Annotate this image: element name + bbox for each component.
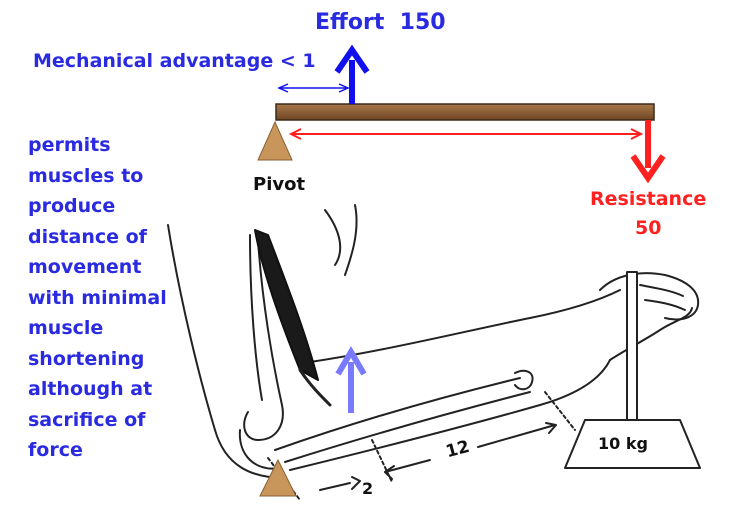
effort-arrow xyxy=(334,44,370,104)
arm-illustration xyxy=(167,204,701,501)
effort-value: 150 xyxy=(399,10,446,35)
description-line: with minimal xyxy=(28,286,167,309)
lever-beam xyxy=(275,103,655,121)
effort-arm-double-arrow xyxy=(277,83,350,93)
resistance-label: Resistance xyxy=(590,188,707,210)
description-line: shortening xyxy=(28,347,145,370)
description-line: force xyxy=(28,439,83,461)
elbow-pivot-triangle xyxy=(259,458,297,497)
description-text: permits muscles to produce distance of m… xyxy=(28,130,167,466)
long-distance-label: 12 xyxy=(444,437,472,462)
description-line: distance of xyxy=(28,225,147,248)
description-line: muscle xyxy=(28,317,104,339)
short-distance-label: 2 xyxy=(362,479,373,498)
description-line: although at xyxy=(28,378,153,400)
resistance-arm-double-arrow xyxy=(288,128,644,140)
pivot-triangle xyxy=(257,120,293,161)
resistance-value: 50 xyxy=(635,217,662,239)
mechanical-advantage-label: Mechanical advantage < 1 xyxy=(33,50,316,72)
pivot-label: Pivot xyxy=(253,174,306,195)
effort-text: Effort xyxy=(315,10,385,35)
description-line: produce xyxy=(28,195,116,217)
effort-label: Effort 150 xyxy=(315,10,446,35)
muscle-force-arrow xyxy=(335,346,367,413)
description-line: movement xyxy=(28,256,142,278)
description-line: muscles to xyxy=(28,164,144,187)
weight-label: 10 kg xyxy=(598,434,648,453)
resistance-arrow xyxy=(630,120,666,184)
description-line: sacrifice of xyxy=(28,408,146,431)
description-line: permits xyxy=(28,134,111,156)
